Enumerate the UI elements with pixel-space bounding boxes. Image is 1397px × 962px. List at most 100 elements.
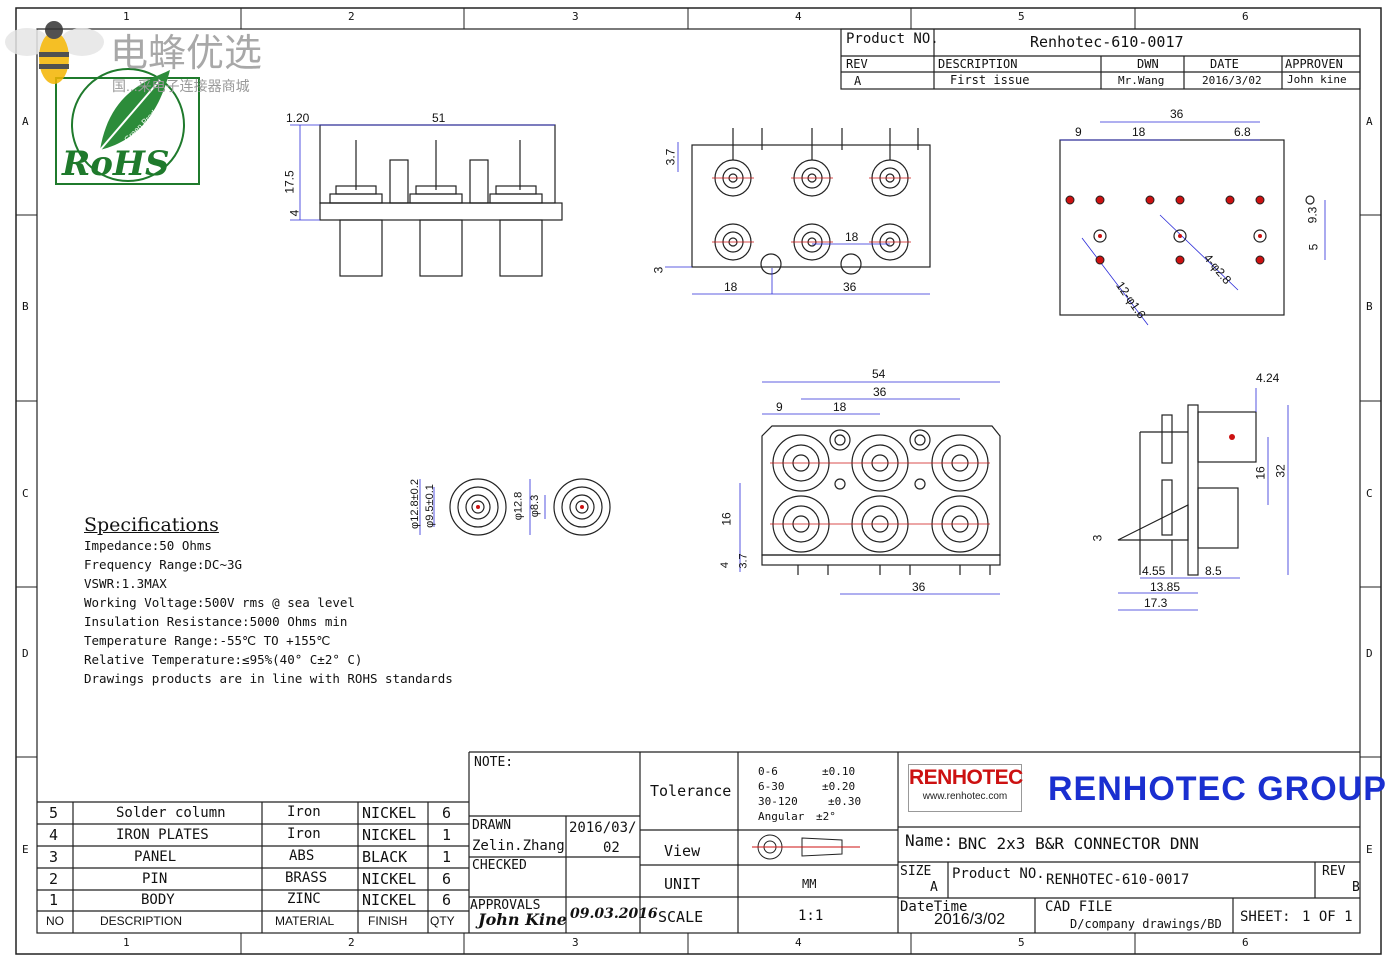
bom-header-no: NO [46, 914, 64, 928]
datetime-value: 2016/3/02 [934, 911, 1006, 928]
rev-date-label: DATE [1210, 57, 1239, 71]
rohs-text: RoHS [62, 144, 170, 184]
watermark-brand: 电蜂优选 [110, 33, 263, 75]
spec-rohs-compliance: Drawings products are in line with ROHS … [84, 671, 453, 686]
scale-label: SCALE [658, 908, 704, 926]
col-label-bottom-1: 1 [123, 936, 130, 949]
tolerance-range-1: 6-30 [758, 780, 785, 793]
name-value: BNC 2x3 B&R CONNECTOR DNN [958, 834, 1199, 853]
dim-jack-12-8: φ12.8 [512, 491, 525, 521]
rev-product-no-label: Product NO. [846, 31, 939, 47]
size-value: A [930, 880, 938, 895]
dim-panel-9: 9 [776, 400, 783, 414]
row-label-right-e: E [1366, 843, 1373, 856]
watermark-subtitle: 国...采电子连接器商城 [112, 78, 250, 94]
cad-file-value: D/company drawings/BD [1070, 917, 1222, 931]
dim-pcb-36: 36 [1170, 107, 1184, 121]
bom-row-2-material: BRASS [285, 870, 328, 886]
rohs-logo [55, 68, 200, 185]
col-label-top-4: 4 [795, 10, 802, 23]
product-no-value: RENHOTEC-610-0017 [1046, 872, 1190, 888]
bom-row-5-description: Solder column [116, 805, 226, 821]
dim-front-18-b: 18 [845, 230, 859, 244]
specifications-title: Specifications [84, 514, 219, 536]
bom-header-material: MATERIAL [275, 914, 335, 928]
dim-right-8-5: 8.5 [1205, 564, 1222, 578]
dim-pcb-9-3: 9.3 [1305, 206, 1320, 224]
company-name: RENHOTEC GROUP [1048, 770, 1387, 808]
unit-label: UNIT [664, 875, 701, 893]
dim-panel-18: 18 [833, 400, 847, 414]
pcb-layout-drawing [1059, 139, 1285, 316]
front-view-drawing [691, 128, 931, 275]
projection-symbol [752, 834, 860, 860]
col-label-bottom-4: 4 [795, 936, 802, 949]
col-label-bottom-5: 5 [1018, 936, 1025, 949]
col-label-top-3: 3 [572, 10, 579, 23]
row-label-right-d: D [1366, 647, 1373, 660]
dim-pcb-18: 18 [1132, 125, 1146, 139]
tolerance-range-3: Angular [758, 810, 805, 823]
row-label-left-b: B [22, 300, 29, 313]
dim-front-3-7: 3.7 [663, 148, 678, 166]
bom-row-3-finish: BLACK [362, 848, 408, 866]
name-label: Name: [905, 831, 954, 850]
bom-row-5-no: 5 [49, 804, 59, 822]
dim-right-3: 3 [1090, 534, 1105, 542]
company-logo: RENHOTEC www.renhotec.com [908, 764, 1023, 812]
rev-label-bottom: REV [1322, 864, 1346, 879]
approvals-date: 09.03.2016 [570, 906, 658, 922]
spec-working-voltage: Working Voltage:500V rms @ sea level [84, 595, 355, 610]
row-label-left-d: D [22, 647, 29, 660]
cad-file-label: CAD FILE [1045, 899, 1113, 915]
jack-drawings [449, 478, 611, 536]
dim-pcb-9: 9 [1075, 125, 1082, 139]
bom-header-description: DESCRIPTION [100, 914, 183, 928]
dim-right-32: 32 [1273, 464, 1288, 478]
drawn-date-line-1: 2016/03/ [569, 820, 637, 836]
unit-value: MM [802, 877, 817, 891]
bom-row-1-material: ZINC [287, 891, 321, 907]
dim-panel-54: 54 [872, 367, 886, 381]
bom-row-1-no: 1 [49, 891, 59, 909]
spec-temperature-range: Temperature Range:-55℃ TO +155℃ [84, 633, 331, 648]
tolerance-label: Tolerance [650, 782, 732, 800]
dim-panel-4: 4 [719, 561, 732, 569]
col-label-top-1: 1 [123, 10, 130, 23]
drawn-label: DRAWN [472, 818, 512, 833]
rev-description-label: DESCRIPTION [938, 57, 1018, 71]
dim-front-18-a: 18 [724, 280, 738, 294]
rev-value-bottom: B [1352, 880, 1360, 895]
view-label: View [664, 842, 701, 860]
dim-right-4-55: 4.55 [1142, 564, 1166, 578]
tolerance-range-0: 0-6 [758, 765, 778, 778]
dim-panel-3-7: 3.7 [737, 553, 750, 569]
specifications-block: Specifications Impedance:50 Ohms Frequen… [84, 514, 453, 688]
size-label: SIZE [900, 864, 932, 879]
rev-label: REV [846, 57, 868, 71]
dim-panel-36-bottom: 36 [912, 580, 926, 594]
bom-row-1-description: BODY [141, 892, 175, 908]
bom-row-3-description: PANEL [134, 849, 177, 865]
bom-row-4-finish: NICKEL [362, 826, 417, 844]
bom-header-finish: FINISH [368, 914, 408, 928]
tolerance-value-1: ±0.20 [822, 780, 856, 793]
bee-icon [5, 21, 104, 84]
row-label-right-a: A [1366, 115, 1373, 128]
sheet-value: 1 OF 1 [1302, 909, 1353, 925]
bom-row-2-finish: NICKEL [362, 870, 417, 888]
row-label-left-a: A [22, 115, 29, 128]
dim-jack-8-3: φ8.3 [529, 494, 542, 518]
side-view-drawing [319, 124, 563, 277]
spec-impedance: Impedance:50 Ohms [84, 538, 212, 553]
dim-panel-36-top: 36 [873, 385, 887, 399]
dim-right-13-85: 13.85 [1150, 580, 1181, 594]
dim-front-3: 3 [651, 266, 666, 274]
dim-side-1-20: 1.20 [286, 111, 310, 125]
bom-row-4-description: IRON PLATES [116, 827, 209, 843]
spec-frequency-range: Frequency Range:DC~3G [84, 557, 243, 572]
approvals-signature: John Kine [478, 910, 567, 929]
drawn-name: Zelin.Zhang [472, 838, 565, 854]
tolerance-value-3: ±2° [816, 810, 836, 823]
